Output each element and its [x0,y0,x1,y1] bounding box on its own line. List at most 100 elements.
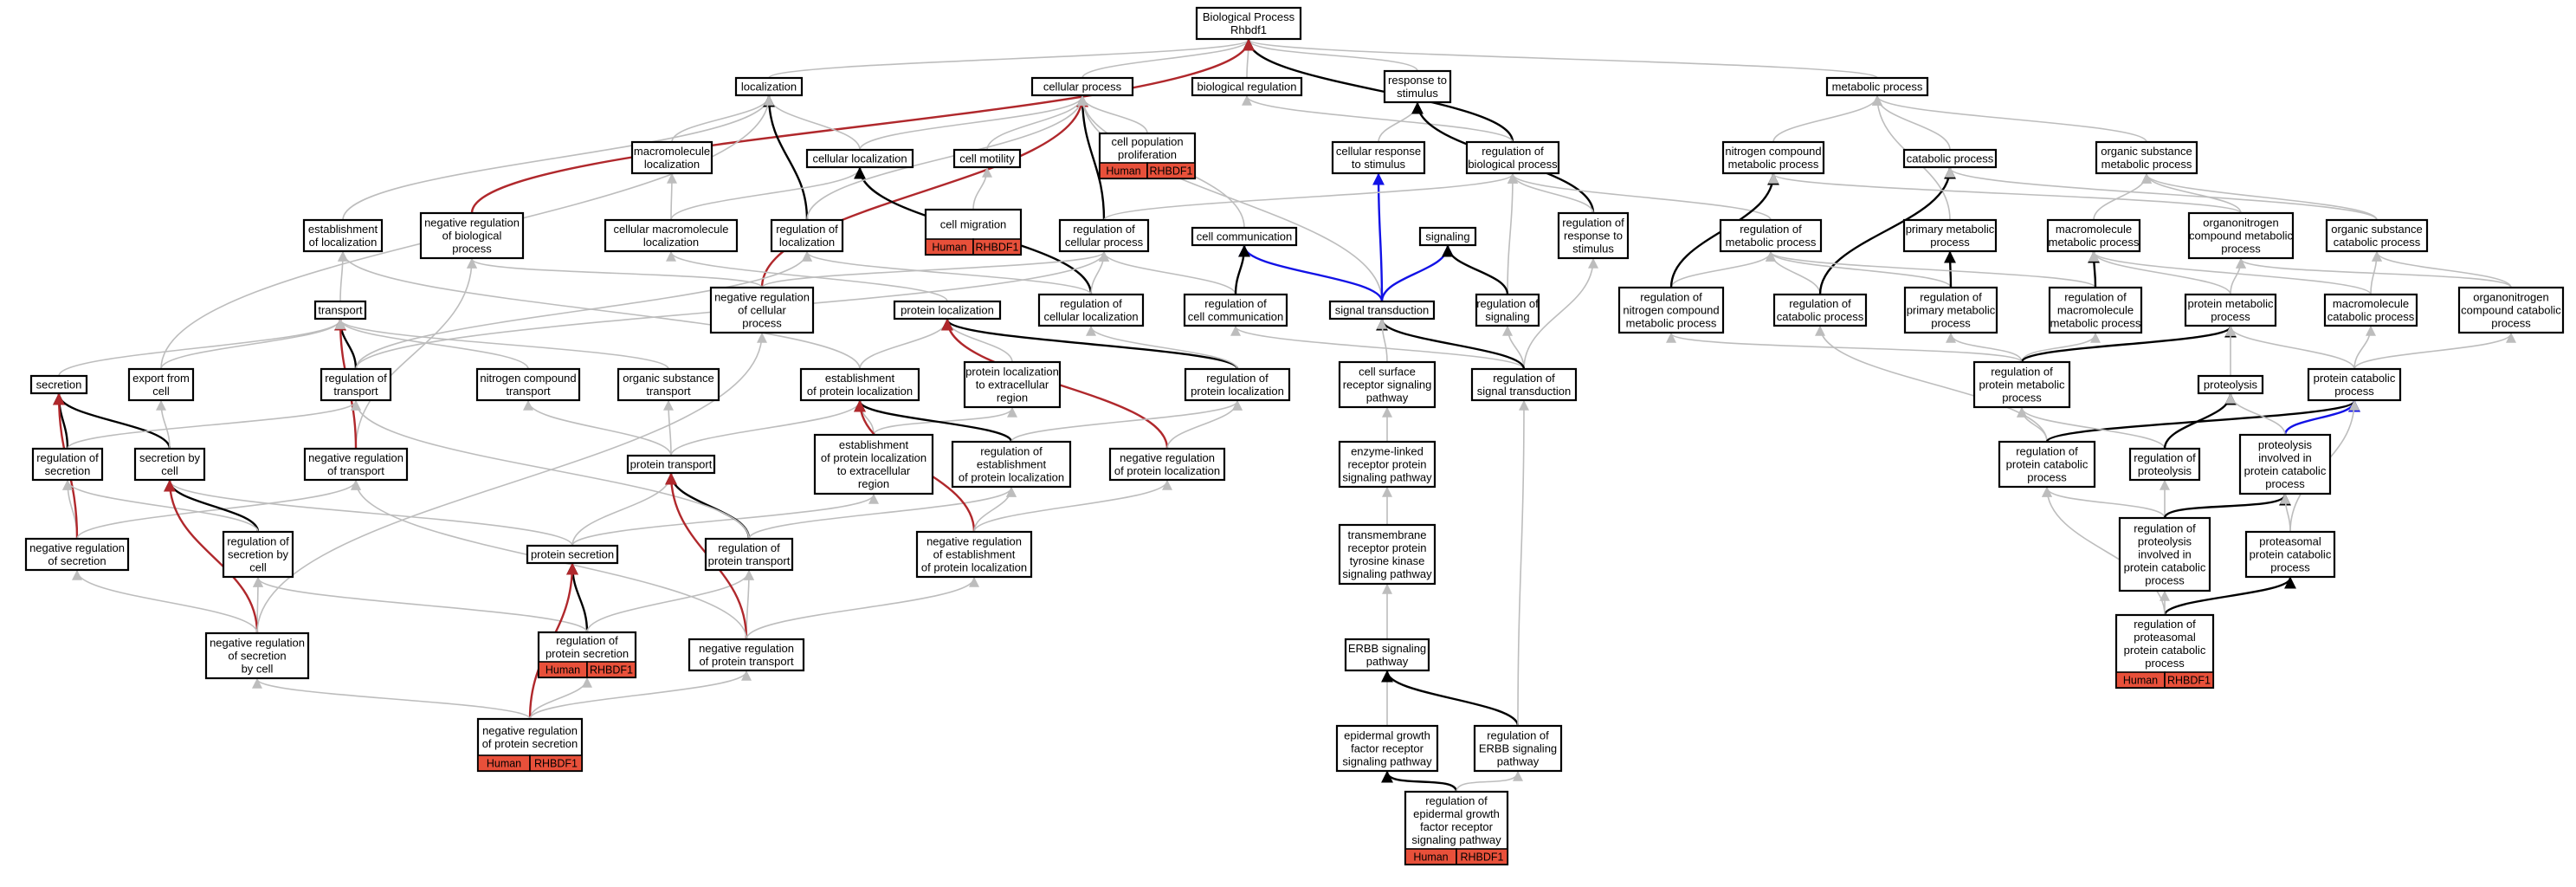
node-label: organic substance [2331,223,2423,236]
edge-regulation_of_signal_transduction-to-regulation_of_response_to_stimulus [1523,257,1598,370]
node-transport[interactable]: transport [313,300,367,320]
node-box [2323,293,2418,327]
node-protein-localization[interactable]: protein localization [893,300,1002,320]
node-localization[interactable]: localization [734,76,804,97]
node-label: process [2265,477,2305,490]
node-secretion[interactable]: secretion [29,374,88,395]
edge-nitrogen_compound_transport-to-transport [335,318,529,370]
node-box [475,367,581,402]
node-metabolic-process[interactable]: metabolic process [1825,76,1929,97]
edge-organonitrogen_compound_metabolic_process-to-nitrogen_compound_metabolic_process [1768,172,2242,214]
node-catabolic-process[interactable]: catabolic process [1902,148,1998,169]
node-label: factor receptor [1420,820,1493,833]
node-proteolysis[interactable]: proteolysis [2197,374,2264,395]
node-label: to extracellular [837,464,911,477]
node-cellular-localization[interactable]: cellular localization [805,148,914,169]
node-protein-secretion[interactable]: protein secretion [526,544,619,565]
node-protein-transport[interactable]: protein transport [626,454,716,475]
node-label: negative regulation [1120,451,1215,464]
node-signal-transduction[interactable]: signal transduction [1328,300,1436,320]
node-biological-regulation[interactable]: biological regulation [1191,76,1303,97]
node-cellular-process[interactable]: cellular process [1030,76,1134,97]
node-cell-motility[interactable]: cell motility [952,148,1022,169]
node-label: regulation of [1425,794,1488,807]
badge-gene-cell [1456,848,1508,865]
node-label: metabolic process [1832,81,1923,94]
node-cell-communication[interactable]: cell communication [1191,226,1298,247]
edge-establishment_of_protein_localization_to_extracellular_region-to-establishment_of_protein_localization [855,399,875,436]
node-signaling[interactable]: signaling [1418,226,1477,247]
node-label: macromolecule [634,145,710,158]
node-label: of cellular [738,304,786,317]
